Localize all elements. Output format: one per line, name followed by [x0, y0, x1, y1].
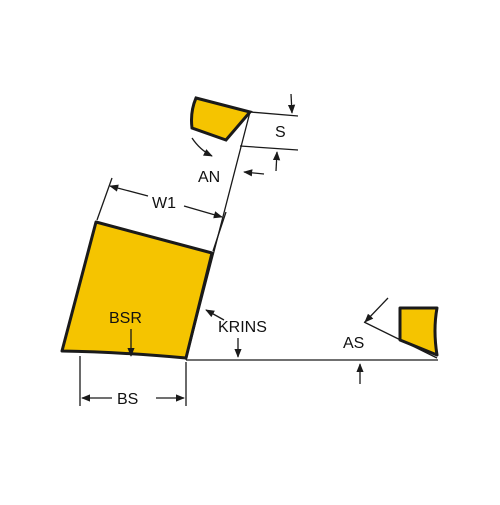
- an-arc-left: [191, 137, 213, 157]
- w1-extension-right: [212, 211, 227, 252]
- main-insert: [60, 220, 214, 360]
- top-insert-side-view: [190, 96, 253, 142]
- s-dimension: S: [239, 93, 299, 172]
- as-arrow-upper: [364, 297, 389, 323]
- an-angle: AN: [191, 137, 265, 186]
- bsr-label: BSR: [109, 310, 142, 327]
- w1-extension-left: [96, 177, 113, 221]
- w1-dimension: W1: [96, 177, 227, 252]
- as-angle: AS: [343, 297, 438, 384]
- top-insert-shape: [190, 96, 253, 142]
- s-extension-top: [249, 111, 299, 117]
- w1-label: W1: [152, 195, 176, 212]
- krins-label: KRINS: [218, 319, 267, 336]
- as-reference-line: [363, 321, 438, 359]
- as-label: AS: [343, 335, 364, 352]
- bs-dimension: BS: [79, 356, 187, 408]
- w1-arrow-right: [183, 205, 223, 219]
- bsr-annotation: BSR: [109, 310, 142, 357]
- w1-arrow-left: [109, 184, 149, 197]
- an-arrow-right: [243, 169, 265, 177]
- main-insert-shape: [60, 220, 214, 360]
- bs-label: BS: [117, 391, 138, 408]
- right-insert-side-view: [398, 306, 439, 357]
- krins-arrow-upper: [205, 309, 225, 321]
- s-arrow-bottom: [272, 151, 281, 172]
- s-extension-bottom: [239, 145, 299, 151]
- s-arrow-top: [287, 93, 296, 114]
- right-insert-shape: [398, 306, 439, 357]
- s-label: S: [275, 124, 286, 141]
- an-label: AN: [198, 169, 220, 186]
- krins-annotation: KRINS: [205, 309, 267, 358]
